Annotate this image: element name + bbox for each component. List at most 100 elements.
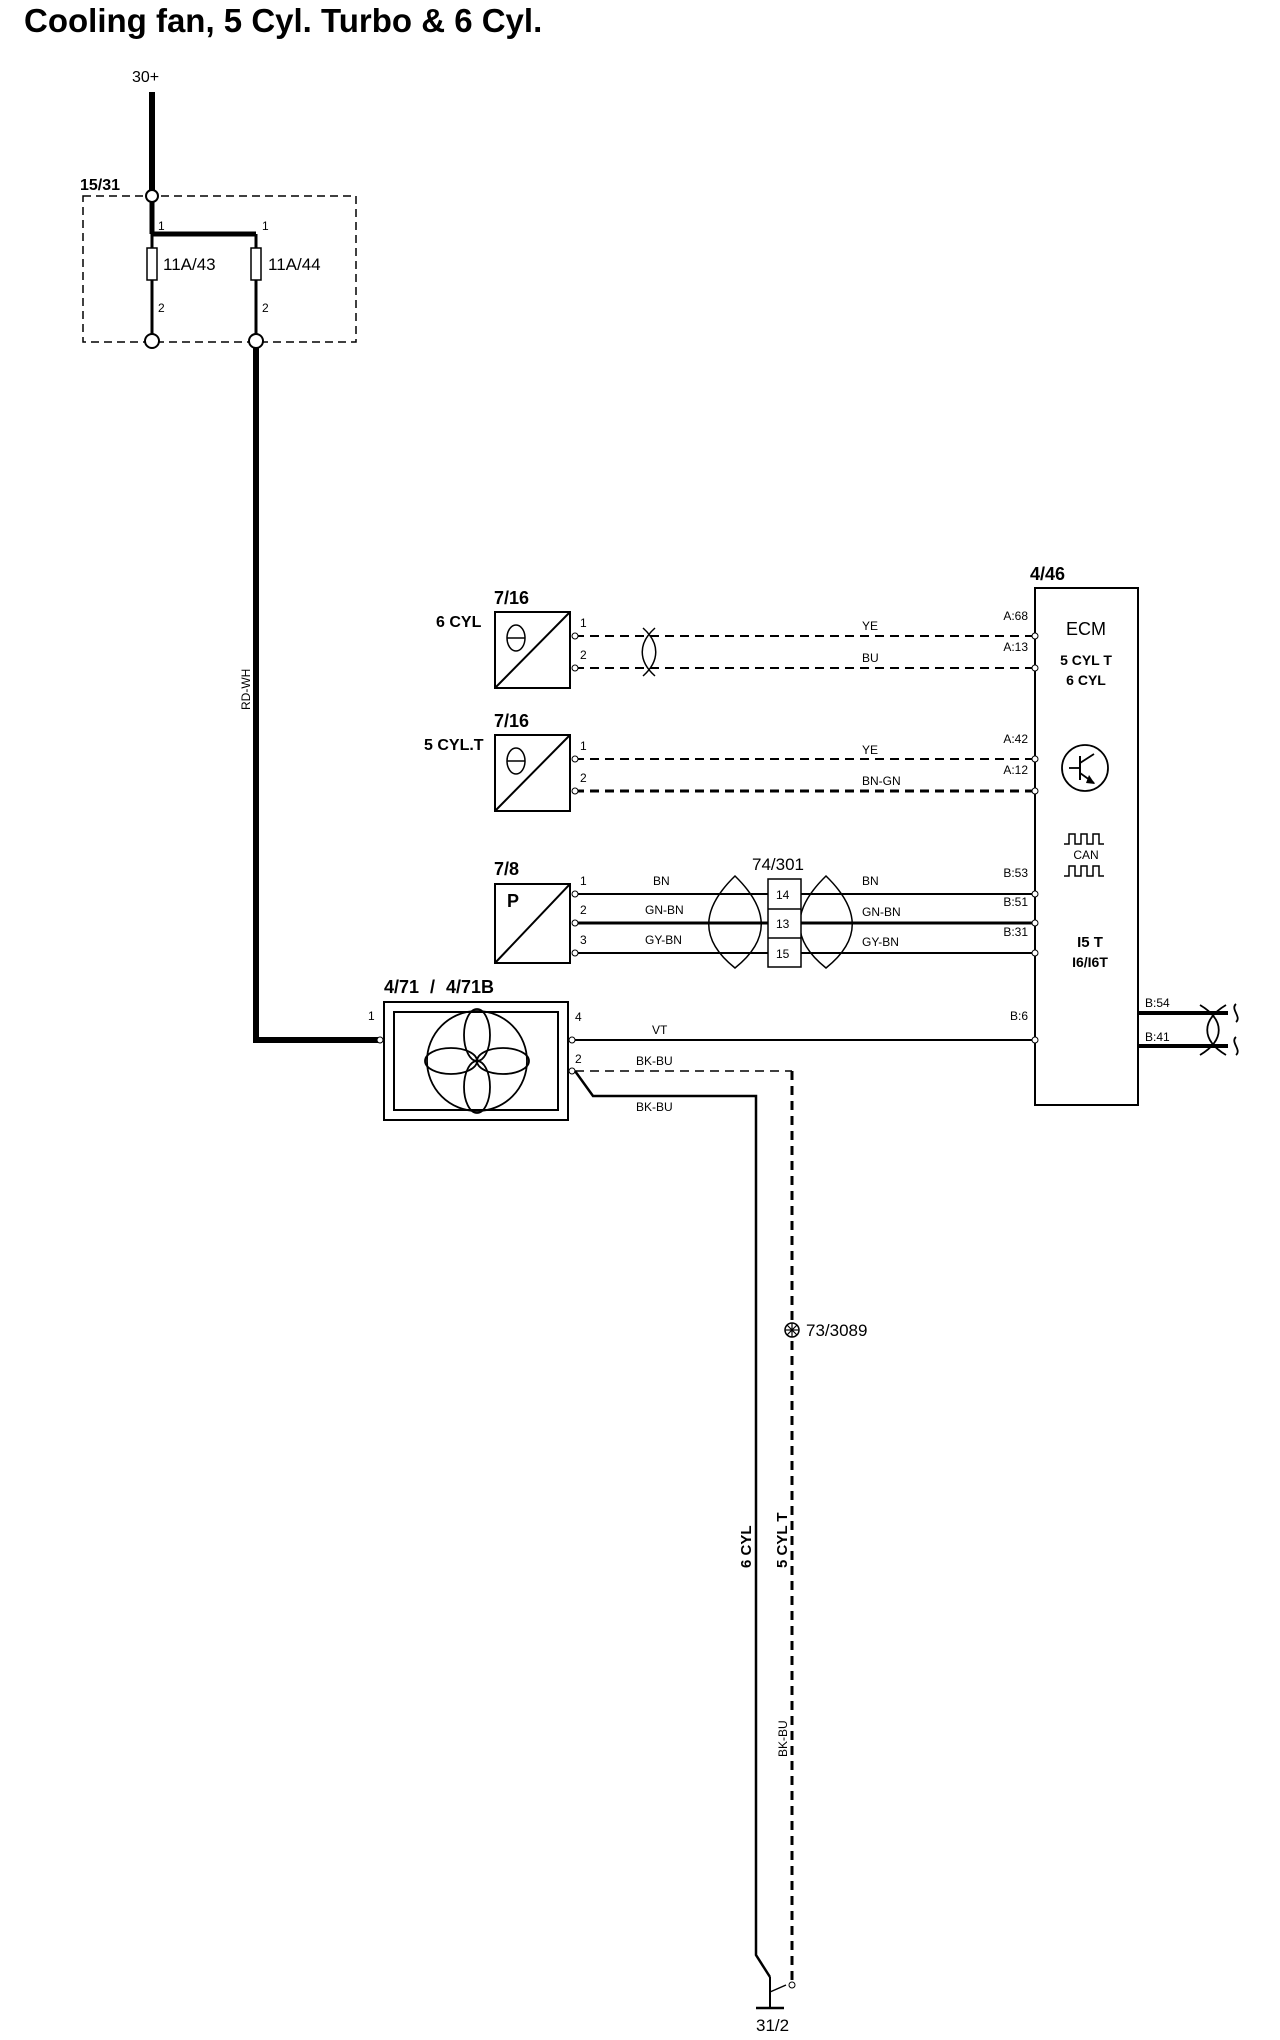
fuse-11a44	[250, 247, 262, 281]
wire-sensor6-1-color: YE	[862, 619, 878, 633]
ecm-variant2: 6 CYL	[1066, 672, 1106, 688]
fan-id-a: 4/71	[384, 977, 419, 997]
sensor-6cyl-id: 7/16	[494, 588, 529, 608]
variant-6cyl-label: 6 CYL	[738, 1525, 755, 1568]
wire-p-1r-color: BN	[862, 874, 879, 888]
pressure-pin1: 1	[580, 874, 587, 888]
pressure-pin3: 3	[580, 933, 587, 947]
ecm-pin-b41: B:41	[1145, 1030, 1170, 1044]
fuse-box-outline	[82, 195, 357, 343]
variant-5cylt-label: 5 CYL T	[774, 1512, 791, 1568]
ecm-pin-a68: A:68	[1003, 609, 1028, 623]
ecm-pin-a42: A:42	[1003, 732, 1028, 746]
sensor-6cyl-term2	[571, 664, 579, 672]
supply-label: 30+	[132, 69, 159, 86]
ground-switch-arm	[769, 1984, 787, 1993]
fuse-box-id: 15/31	[80, 177, 120, 194]
wire-p-2-color: GN-BN	[645, 903, 684, 917]
fuse2-out-terminal	[248, 333, 264, 349]
twisted-shield-right-icon	[799, 874, 853, 969]
can-twisted-pair-icon	[1199, 1004, 1227, 1056]
diagram-title: Cooling fan, 5 Cyl. Turbo & 6 Cyl.	[24, 2, 543, 39]
fuse-11a43	[146, 247, 158, 281]
pressure-term2	[571, 919, 579, 927]
wire-sensor5-2-color: BN-GN	[862, 774, 901, 788]
sensor-6cyl-term1	[571, 632, 579, 640]
ecm-variant3: I5 T	[1077, 934, 1103, 951]
sensor-6cyl-variant: 6 CYL	[436, 614, 482, 631]
wire-p-3r-color: GY-BN	[862, 935, 899, 949]
ecm-pin-b51: B:51	[1003, 895, 1028, 909]
ecm-pin-b31: B:31	[1003, 925, 1028, 939]
pressure-term3	[571, 949, 579, 957]
can-signal-icon	[1064, 833, 1104, 877]
sensor-6cyl-diagonal	[494, 611, 571, 689]
sensor-5cyl-id: 7/16	[494, 711, 529, 731]
ecm-name: ECM	[1066, 619, 1106, 639]
fan-id-b: 4/71B	[446, 977, 494, 997]
transistor-icon	[1061, 744, 1109, 792]
ground-id: 31/2	[756, 2016, 789, 2035]
wire-break-icon	[1233, 1036, 1239, 1056]
fuse1-pin2: 2	[158, 301, 165, 315]
ecm-pin-a12: A:12	[1003, 763, 1028, 777]
fuse1-out-terminal	[144, 333, 160, 349]
fan-term1	[376, 1036, 384, 1044]
wire-p-1-color: BN	[653, 874, 670, 888]
sensor-5cyl-diagonal	[494, 734, 571, 812]
wire-sensor6-2-color: BU	[862, 651, 879, 665]
pressure-sensor-diagonal	[494, 883, 571, 964]
pressure-pin2: 2	[580, 903, 587, 917]
pressure-sensor-id: 7/8	[494, 859, 519, 879]
wire-fan-2a-color: BK-BU	[636, 1054, 673, 1068]
fuse2-pin2: 2	[262, 301, 269, 315]
connector-id: 74/301	[752, 855, 804, 874]
ecm-pin-b54: B:54	[1145, 996, 1170, 1010]
ecm-pin-terminals	[1031, 632, 1039, 1044]
fan-pin4: 4	[575, 1010, 582, 1024]
fan-term2	[568, 1067, 576, 1075]
sensor-5cyl-term1	[571, 755, 579, 763]
ground-variant-switch	[788, 1981, 796, 1989]
connector-pin15-bg	[770, 944, 799, 962]
ecm-variant1: 5 CYL T	[1060, 652, 1112, 668]
splice-icon	[784, 1322, 800, 1338]
sensor-5cyl-pin2: 2	[580, 771, 587, 785]
wire-fan-2-6cyl	[573, 1070, 772, 1978]
wire-p-2r-color: GN-BN	[862, 905, 901, 919]
connector-pin-13: 13	[776, 917, 790, 931]
splice-id: 73/3089	[806, 1321, 867, 1340]
fan-icon	[424, 1008, 530, 1114]
pressure-term1	[571, 890, 579, 898]
connector-pin13-bg	[770, 914, 799, 932]
ecm-pin-a13: A:13	[1003, 640, 1028, 654]
feed-wire-color: RD-WH	[239, 669, 253, 710]
fuse2-pin1: 1	[262, 219, 269, 233]
ground-wire-color: BK-BU	[776, 1720, 790, 1757]
fuse-box-in-terminal	[145, 189, 159, 203]
sensor-6cyl-pin2: 2	[580, 648, 587, 662]
twisted-shield-left-icon	[708, 874, 762, 969]
connector-pin-14: 14	[776, 888, 790, 902]
twisted-pair-icon	[641, 627, 657, 677]
sensor-6cyl-pin1: 1	[580, 616, 587, 630]
wire-fan-2b-color: BK-BU	[636, 1100, 673, 1114]
pressure-icon: P	[507, 891, 519, 911]
sensor-5cyl-pin1: 1	[580, 739, 587, 753]
fuse1-label: 11A/43	[163, 255, 216, 274]
connector-pin-15: 15	[776, 947, 790, 961]
fan-term4	[568, 1036, 576, 1044]
ecm-pin-b6: B:6	[1010, 1009, 1028, 1023]
fuse2-label: 11A/44	[268, 255, 321, 274]
ecm-can-label: CAN	[1073, 848, 1098, 862]
fan-id-separator: /	[430, 977, 435, 997]
fan-pin1: 1	[368, 1009, 375, 1023]
ecm-module	[1034, 587, 1139, 1106]
fuse1-pin1: 1	[158, 219, 165, 233]
ecm-pin-b53: B:53	[1003, 866, 1028, 880]
connector-pin14-bg	[770, 885, 799, 903]
cooling-fan-inner	[393, 1011, 559, 1111]
wire-sensor5-1-color: YE	[862, 743, 878, 757]
ecm-variant4: I6/I6T	[1072, 954, 1108, 970]
